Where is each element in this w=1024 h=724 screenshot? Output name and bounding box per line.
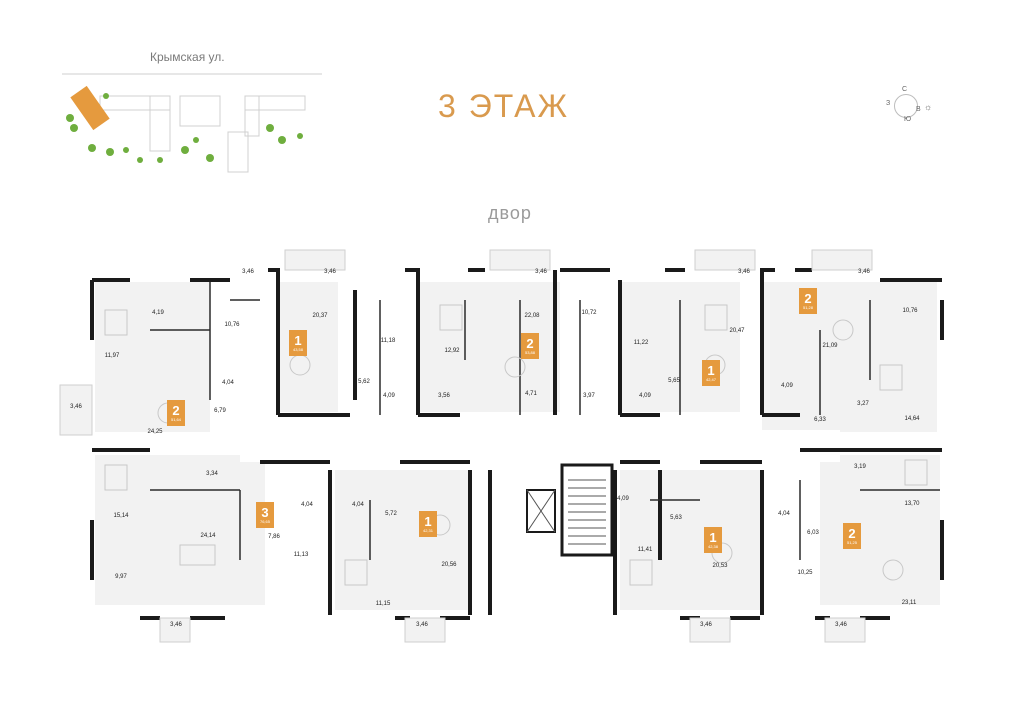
room-area-label: 4,04: [352, 502, 364, 508]
room-area-label: 20,47: [729, 328, 745, 334]
room-area-label: 13,70: [904, 501, 920, 507]
room-area-label: 11,97: [104, 353, 120, 359]
room-area-label: 9,97: [115, 574, 127, 580]
room-area-label: 3,27: [857, 401, 869, 407]
room-area-label: 12,92: [444, 348, 460, 354]
building-highlight: [70, 85, 110, 131]
room-area-label: 4,04: [301, 502, 313, 508]
room-area-label: 15,14: [113, 513, 129, 519]
room-area-label: 24,25: [147, 429, 163, 435]
room-area-label: 3,46: [738, 269, 750, 275]
room-area-label: 3,46: [416, 622, 428, 628]
stairwell: [560, 463, 614, 557]
room-area-label: 11,22: [633, 340, 649, 346]
room-area-label: 3,46: [170, 622, 182, 628]
room-area-label: 10,76: [902, 308, 918, 314]
room-area-label: 3,46: [835, 622, 847, 628]
room-area-label: 3,34: [206, 471, 218, 477]
floor-title: 3 ЭТАЖ: [438, 88, 570, 124]
room-area-label: 20,37: [312, 313, 328, 319]
room-area-label: 11,13: [293, 552, 309, 558]
room-area-label: 6,79: [214, 408, 226, 414]
room-area-label: 10,76: [224, 322, 240, 328]
room-area-label: 20,56: [441, 562, 457, 568]
room-area-label: 6,03: [807, 530, 819, 536]
room-area-label: 4,71: [525, 391, 537, 397]
room-area-label: 3,97: [583, 393, 595, 399]
room-area-label: 3,46: [324, 269, 336, 275]
room-area-label: 7,86: [268, 534, 280, 540]
street-label: Крымская ул.: [150, 50, 225, 64]
building-floor: [59, 249, 944, 643]
room-area-label: 3,46: [535, 269, 547, 275]
room-area-label: 22,08: [524, 313, 540, 319]
room-area-label: 4,19: [152, 310, 164, 316]
room-area-label: 4,09: [639, 393, 651, 399]
room-area-label: 10,25: [797, 570, 813, 576]
room-area-label: 23,11: [901, 600, 917, 606]
room-area-label: 6,33: [814, 417, 826, 423]
compass-east: В: [916, 106, 921, 113]
room-area-label: 11,18: [380, 338, 396, 344]
room-area-label: 3,46: [70, 404, 82, 410]
room-area-label: 21,09: [822, 343, 838, 349]
room-area-label: 10,72: [581, 310, 597, 316]
room-area-label: 3,56: [438, 393, 450, 399]
yard-label: двор: [488, 203, 532, 223]
room-area-label: 3,19: [854, 464, 866, 470]
room-area-label: 24,14: [200, 533, 216, 539]
room-area-label: 11,41: [637, 547, 653, 553]
compass-north: С: [902, 86, 908, 93]
room-area-label: 4,09: [617, 496, 629, 502]
elevator: [526, 489, 556, 533]
room-area-label: 5,63: [670, 515, 682, 521]
room-area-label: 3,46: [242, 269, 254, 275]
room-area-label: 4,04: [222, 380, 234, 386]
room-area-label: 3,46: [700, 622, 712, 628]
sun-icon: ☼: [924, 102, 933, 112]
room-area-label: 5,72: [385, 511, 397, 517]
room-area-label: 5,65: [668, 378, 680, 384]
room-area-label: 20,53: [712, 563, 728, 569]
compass-icon: С З В Ю ☼: [886, 86, 932, 128]
compass-south: Ю: [904, 116, 912, 123]
site-plan: [62, 73, 322, 173]
compass-west: З: [886, 100, 891, 107]
room-area-label: 4,09: [383, 393, 395, 399]
room-area-label: 4,09: [781, 383, 793, 389]
room-area-label: 5,62: [358, 379, 370, 385]
room-area-label: 3,46: [858, 269, 870, 275]
room-area-label: 14,64: [904, 416, 920, 422]
room-area-label: 4,04: [778, 511, 790, 517]
room-area-label: 11,15: [375, 601, 391, 607]
trees: [66, 93, 303, 163]
